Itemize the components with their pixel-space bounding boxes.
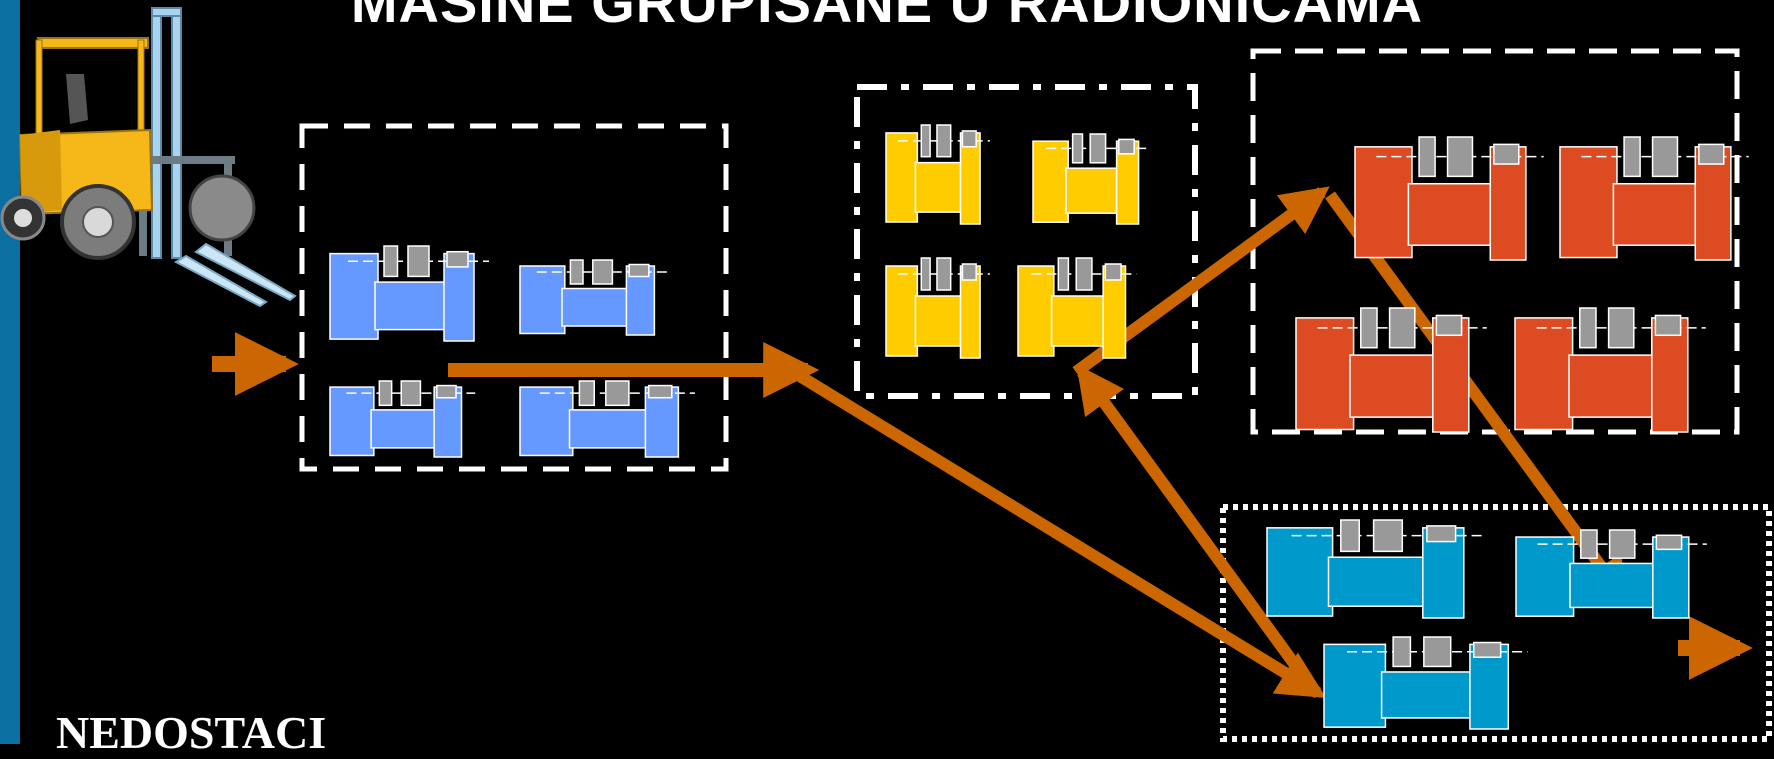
lathe-machine-icon [1515,529,1707,619]
lathe-machine-icon [1295,307,1487,433]
lathe-machine-icon [519,259,669,336]
slide-title: MAŠINE GRUPISANE U RADIONICAMA [350,0,1424,34]
arrow-red-to-cyan [1325,191,1630,606]
machine-groups [329,124,1749,730]
lathe-machine-icon [329,245,489,342]
lathe-machine-icon [329,380,476,458]
workshop-yellow-frame [854,84,1198,399]
lathe-machine-icon [1354,136,1544,261]
accent-bar [0,0,20,744]
workshop-blue-frame [299,123,729,472]
arrow-cyan-to-yellow [1076,364,1311,684]
flow-arrows [212,186,1753,699]
arrow-to-cyan [786,364,1327,699]
lathe-machine-icon [885,124,990,225]
lathe-machine-icon [1017,257,1137,359]
lathe-machine-icon [885,257,990,359]
lathe-machine-icon [1323,636,1528,730]
lathe-machine-icon [1266,519,1485,619]
forklift-icon [0,7,297,308]
lathe-machine-icon [1514,307,1706,433]
lathe-machine-icon [1559,136,1749,261]
lathe-machine-icon [519,380,695,458]
workshop-cyan-frame [1220,504,1772,742]
lathe-machine-icon [1032,133,1150,225]
footer-heading: NEDOSTACI [56,707,327,758]
